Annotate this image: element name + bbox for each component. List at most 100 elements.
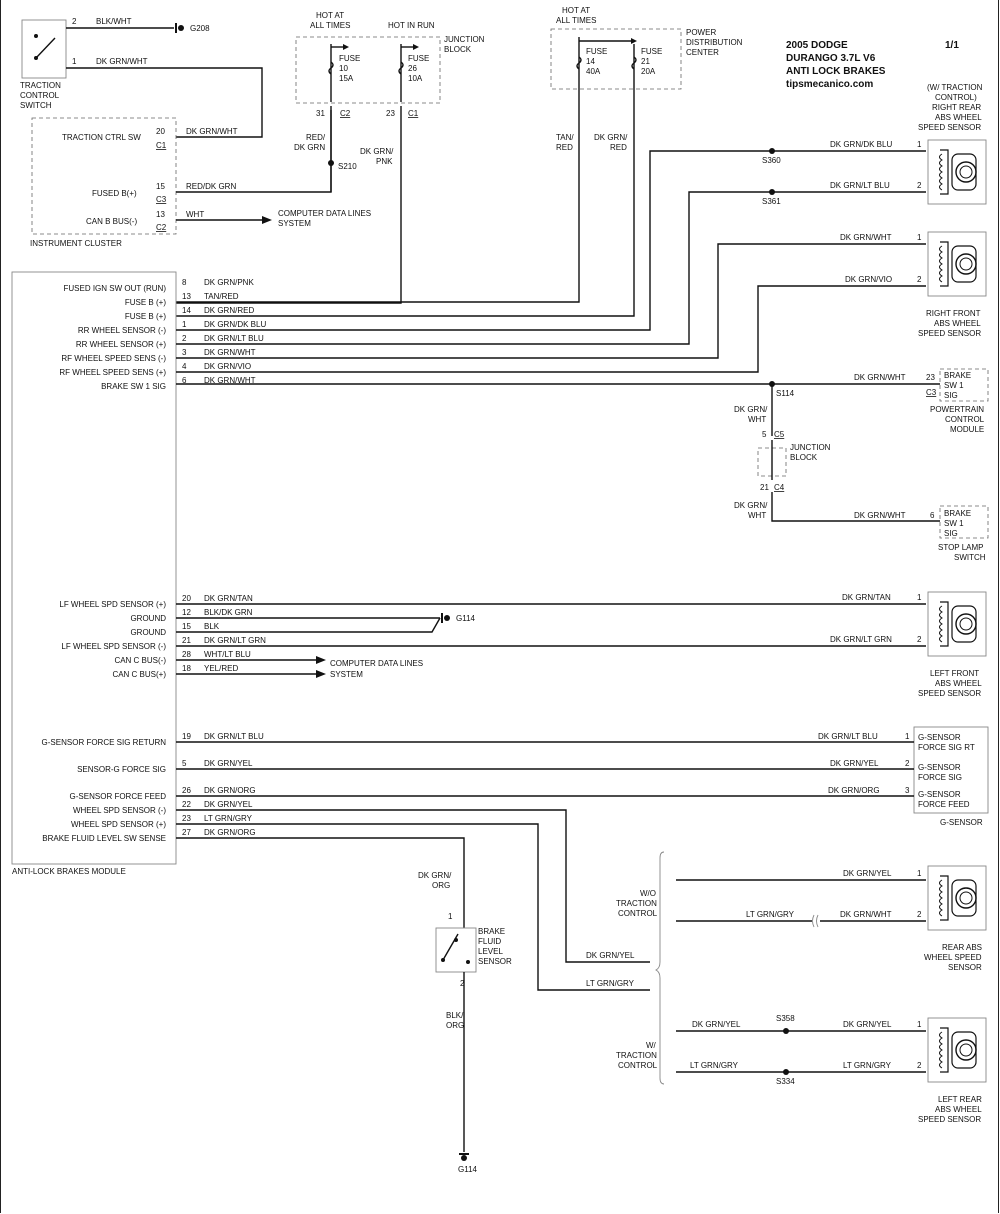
wire-label: TAN/RED <box>204 292 239 301</box>
pin-label: 6 <box>182 376 187 385</box>
lr-sensor-icon <box>927 1017 987 1083</box>
ground-label: G208 <box>190 24 210 33</box>
abs-pin-name: WHEEL SPD SENSOR (+) <box>71 820 166 829</box>
wire-label: WHT <box>748 415 766 424</box>
sensor-label: REAR ABS <box>942 943 982 952</box>
wire-label: DK GRN/LT BLU <box>204 334 264 343</box>
wire-label: YEL/RED <box>204 664 238 673</box>
title-line-1: 2005 DODGE <box>786 40 848 51</box>
splice-label: S114 <box>776 389 795 398</box>
wire-label: PNK <box>376 157 393 166</box>
sensor-label: LEFT REAR <box>938 1095 982 1104</box>
pin-label: 21 <box>760 483 769 492</box>
wire-label: RED/ <box>306 133 326 142</box>
fuse-label: 20A <box>641 67 656 76</box>
sensor-label: SPEED SENSOR <box>918 329 981 338</box>
wire-label: DK GRN/WHT <box>204 348 256 357</box>
pin-label: 26 <box>182 786 191 795</box>
stop-label: STOP LAMP <box>938 543 984 552</box>
pin-label: 8 <box>182 278 187 287</box>
sensor-label: SPEED SENSOR <box>918 123 981 132</box>
wire-label: ORG <box>432 881 450 890</box>
pin-label: 1 <box>448 912 453 921</box>
option-brace <box>654 851 665 1085</box>
wire-dk-grn-vio <box>176 285 926 373</box>
pcm-box-label: SIG <box>944 391 958 400</box>
wire-label: LT GRN/GRY <box>586 979 635 988</box>
abs-pin-name: RR WHEEL SENSOR (-) <box>78 326 166 335</box>
wire-label: DK GRN/TAN <box>204 594 253 603</box>
sensor-label: WHEEL SPEED <box>924 953 982 962</box>
abs-pin-name: LF WHEEL SPD SENSOR (-) <box>61 642 166 651</box>
traction-switch-box <box>21 19 67 79</box>
connector-label: C1 <box>408 109 419 118</box>
abs-pin-name: CAN C BUS(-) <box>114 656 166 665</box>
switch-label: CONTROL <box>20 91 60 100</box>
hot-label: HOT AT <box>562 6 590 15</box>
pin-label: 22 <box>182 800 191 809</box>
wire-dk-grn-dk-blu <box>176 150 926 331</box>
rf-sensor-icon <box>927 231 987 297</box>
splice-dot <box>769 148 775 154</box>
sensor-label: RIGHT REAR <box>932 103 981 112</box>
wire-label: DK GRN/YEL <box>586 951 635 960</box>
arrow-icon <box>316 656 326 664</box>
ground-icon <box>175 23 184 33</box>
wire-label: DK GRN/YEL <box>843 1020 892 1029</box>
jb-label: BLOCK <box>444 45 472 54</box>
jb-label: BLOCK <box>790 453 818 462</box>
wire-label: DK GRN/LT BLU <box>830 181 890 190</box>
wire-label: TAN/ <box>556 133 574 142</box>
wire-lt-grn-gry-rear <box>176 823 650 991</box>
cdl-label: COMPUTER DATA LINES <box>330 659 423 668</box>
fuse-label: 15A <box>339 74 354 83</box>
abs-pin-name: RF WHEEL SPEED SENS (-) <box>61 354 166 363</box>
stop-label: SWITCH <box>954 553 986 562</box>
pin-label: 2 <box>917 1061 922 1070</box>
bf-label: LEVEL <box>478 947 503 956</box>
wire-label: DK GRN/RED <box>204 306 254 315</box>
bf-label: FLUID <box>478 937 501 946</box>
abs-pin-name: SENSOR-G FORCE SIG <box>77 765 166 774</box>
wire-label: RED <box>556 143 573 152</box>
splice-dot <box>783 1028 789 1034</box>
pin-label: 1 <box>917 140 922 149</box>
wire-label: DK GRN/LT BLU <box>818 732 878 741</box>
wire-tan-red <box>176 88 580 303</box>
abs-pin-name: RF WHEEL SPEED SENS (+) <box>59 368 166 377</box>
rr-sensor-icon <box>927 139 987 205</box>
fuse-label: FUSE <box>641 47 662 56</box>
connector-label: C3 <box>926 388 937 397</box>
pdc-box <box>550 28 682 90</box>
abs-pin-name: G-SENSOR FORCE FEED <box>70 792 167 801</box>
wire-label: DK GRN/YEL <box>204 800 253 809</box>
cdl-label: COMPUTER DATA LINES <box>278 209 371 218</box>
wire-dk-grn-wht <box>66 67 263 138</box>
abs-pin-name: GROUND <box>130 614 166 623</box>
wire-label: DK GRN/YEL <box>830 759 879 768</box>
wire-label: DK GRN/PNK <box>204 278 254 287</box>
connector-label: C4 <box>774 483 785 492</box>
hot-label: ALL TIMES <box>556 16 596 25</box>
wire-dk-grn-org <box>176 837 465 928</box>
switch-label: TRACTION <box>20 81 61 90</box>
wire-label: BLK/ <box>446 1011 464 1020</box>
pin-label: 5 <box>762 430 767 439</box>
sensor-label: SPEED SENSOR <box>918 689 981 698</box>
fuse-label: 10A <box>408 74 423 83</box>
connector-label: C2 <box>156 223 167 232</box>
pin-label: 18 <box>182 664 191 673</box>
connector-label: C5 <box>774 430 785 439</box>
pdc-label: CENTER <box>686 48 719 57</box>
pin-label: 2 <box>917 910 922 919</box>
wire-label: DK GRN/WHT <box>854 511 906 520</box>
pin-label: 6 <box>930 511 935 520</box>
sensor-label: SENSOR <box>948 963 982 972</box>
fuse-icon <box>576 56 582 70</box>
pdc-label: DISTRIBUTION <box>686 38 743 47</box>
splice-dot <box>328 160 334 166</box>
pin-label: 2 <box>905 759 910 768</box>
cdl-label: SYSTEM <box>330 670 363 679</box>
pcm-connector-box <box>939 368 989 402</box>
